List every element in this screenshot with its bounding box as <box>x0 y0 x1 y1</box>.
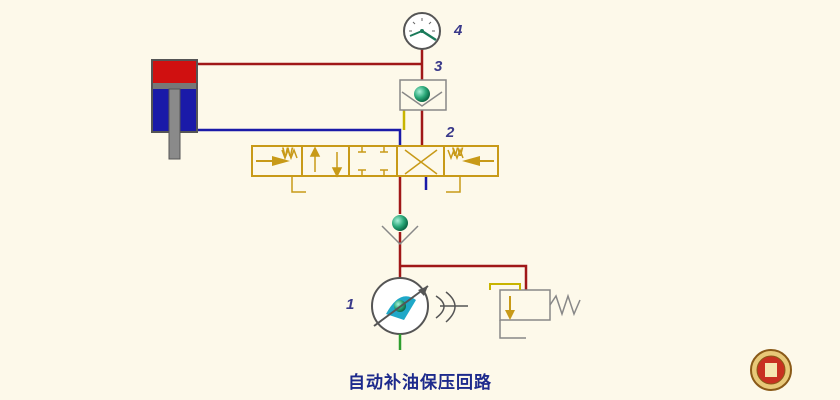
label-gauge: 4 <box>454 22 463 39</box>
spring-mark-left: W <box>282 145 294 159</box>
piston <box>153 83 196 89</box>
pressure-gauge-icon <box>403 12 441 50</box>
label-valve: 2 <box>446 124 455 141</box>
spring-mark-right: W <box>452 145 464 159</box>
university-emblem-icon <box>750 349 792 391</box>
check-valve-lower <box>381 215 419 246</box>
relief-valve <box>489 283 581 339</box>
piston-rod <box>168 88 181 160</box>
label-pump: 1 <box>346 296 355 313</box>
diagram-caption: 自动补油保压回路 <box>348 373 492 393</box>
return-lines <box>197 128 428 190</box>
piston-chamber-line <box>197 128 402 146</box>
relief-feed-line <box>400 264 528 290</box>
pressure-lines <box>197 42 528 290</box>
check-ball <box>392 215 408 231</box>
check-ball <box>414 86 430 102</box>
hydraulic-cylinder <box>151 59 198 160</box>
directional-valve <box>251 145 499 193</box>
rod-chamber <box>153 61 196 83</box>
check-valve-upper <box>399 79 447 111</box>
variable-pump <box>371 277 468 335</box>
label-check-valve: 3 <box>434 58 443 75</box>
